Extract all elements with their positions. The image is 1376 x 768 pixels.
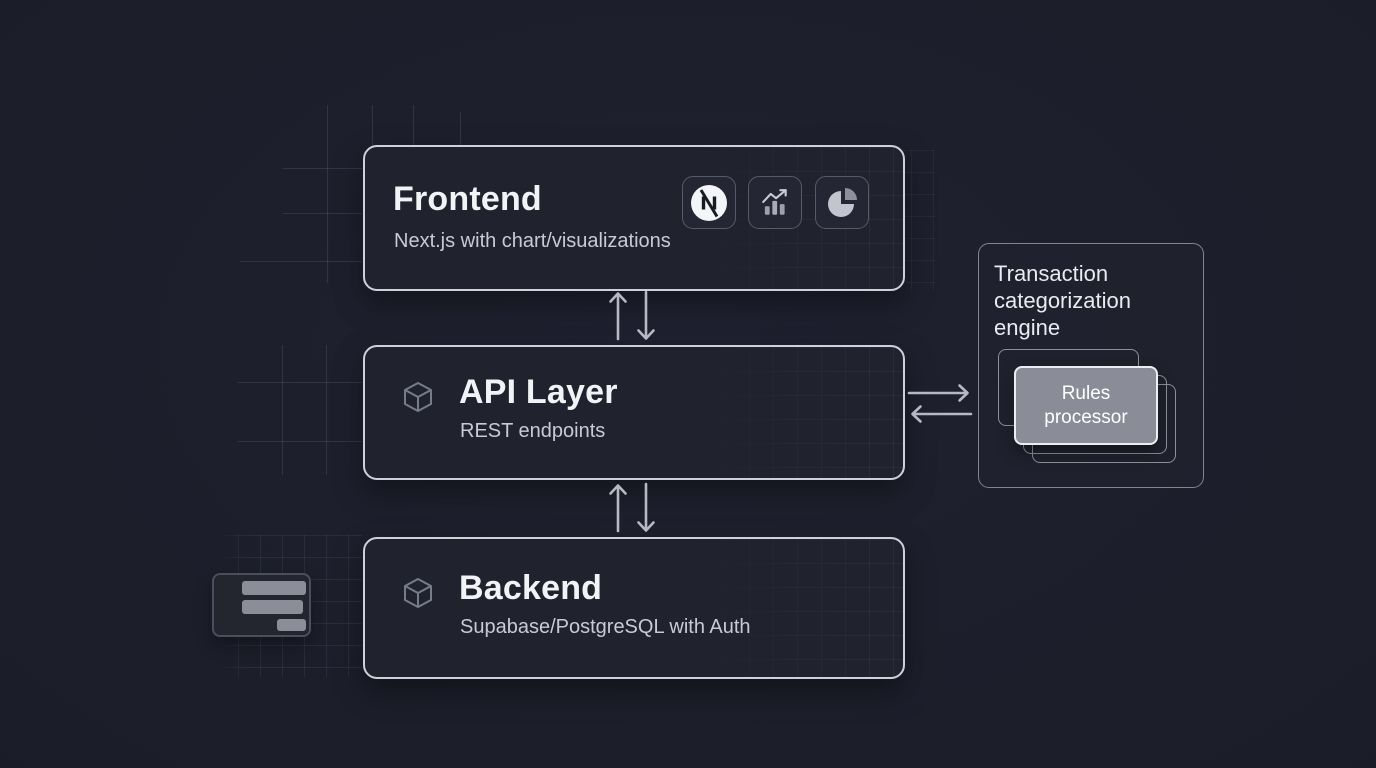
cube-icon: [400, 575, 436, 611]
node-title: Backend: [459, 569, 603, 607]
grid-line: [240, 261, 362, 262]
nextjs-logo-icon: [690, 184, 728, 222]
node-api-layer: API Layer REST endpoints: [363, 345, 905, 480]
node-title: API Layer: [459, 373, 618, 411]
list-bar: [242, 581, 306, 595]
node-title: Frontend: [393, 180, 542, 218]
panel-transaction-engine: Transaction categorization engine Rules …: [978, 243, 1204, 488]
arrow-down-icon: [637, 482, 655, 532]
grid-line: [327, 105, 328, 283]
arrow-down-icon: [637, 290, 655, 340]
grid-line: [283, 168, 362, 169]
list-bar: [242, 600, 303, 614]
grid-line: [238, 382, 362, 383]
connector-frontend-api: [598, 289, 662, 348]
panel-title: Transaction categorization engine: [994, 261, 1131, 341]
arrow-up-icon: [609, 484, 627, 533]
cube-icon: [400, 379, 436, 415]
chart-tile: [748, 176, 802, 229]
arrow-left-icon: [911, 405, 973, 423]
node-grid-texture: [677, 539, 903, 677]
grid-line: [283, 213, 362, 214]
node-frontend: Frontend Next.js with chart/visualizatio…: [363, 145, 905, 291]
connector-api-backend: [598, 481, 662, 540]
connector-api-engine: [906, 381, 974, 432]
grid-line: [282, 345, 283, 475]
grid-line: [238, 441, 362, 442]
arrow-up-icon: [609, 292, 627, 341]
node-grid-texture: [677, 347, 903, 478]
bar-chart-icon: [759, 187, 791, 219]
node-subtitle: Supabase/PostgreSQL with Auth: [460, 616, 751, 638]
grid-line: [326, 345, 327, 475]
arrow-right-icon: [907, 384, 969, 402]
pie-tile: [815, 176, 869, 229]
node-subtitle: Next.js with chart/visualizations: [394, 230, 671, 252]
list-card-decoration: [212, 573, 311, 637]
list-bar: [277, 619, 306, 631]
grid-line: [372, 105, 373, 146]
pie-chart-icon: [824, 185, 860, 221]
node-backend: Backend Supabase/PostgreSQL with Auth: [363, 537, 905, 679]
rules-processor-card: Rules processor: [1014, 366, 1158, 445]
node-subtitle: REST endpoints: [460, 420, 606, 442]
nextjs-tile: [682, 176, 736, 229]
grid-line: [460, 112, 461, 146]
grid-line: [413, 105, 414, 146]
